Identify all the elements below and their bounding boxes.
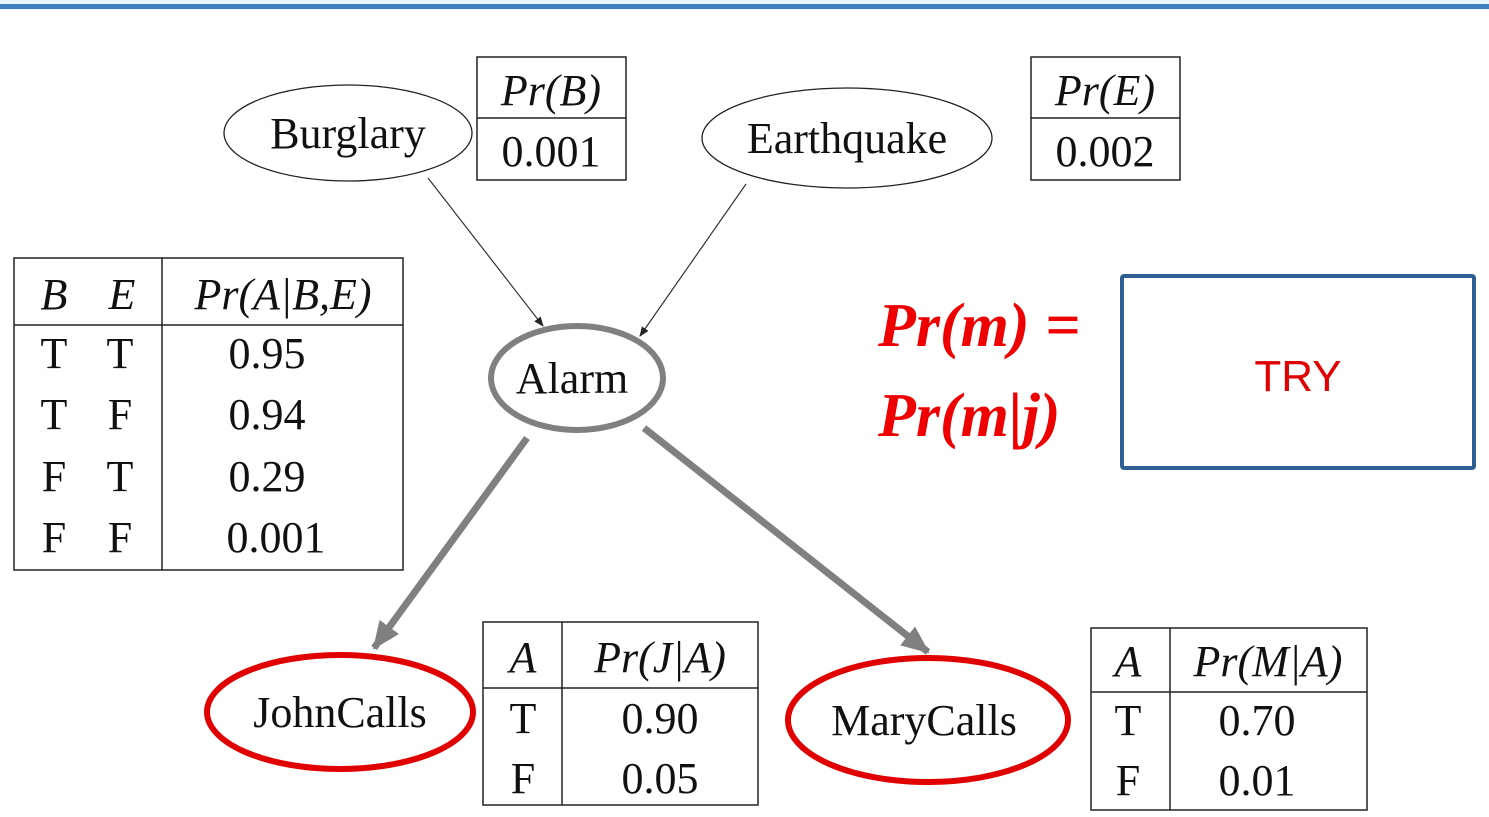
- cell: 0.01: [1219, 756, 1296, 805]
- cell: T: [107, 329, 134, 378]
- node-label: Earthquake: [747, 114, 947, 163]
- top-border-line: [0, 4, 1489, 9]
- node-label: Alarm: [516, 354, 628, 403]
- cell: F: [42, 513, 66, 562]
- cell: F: [511, 754, 535, 803]
- node-alarm: Alarm: [488, 323, 666, 433]
- node-earthquake: Earthquake: [701, 87, 993, 189]
- cell: 0.95: [229, 329, 306, 378]
- cell: T: [41, 329, 68, 378]
- cell: T: [107, 452, 134, 501]
- cell: 0.90: [622, 694, 699, 743]
- node-johncalls: JohnCalls: [204, 652, 476, 772]
- try-label: TRY: [1254, 352, 1341, 401]
- top-border: [0, 0, 1489, 10]
- edge-alarm-mary: [641, 425, 931, 655]
- cell: 0.70: [1219, 696, 1296, 745]
- node-label: JohnCalls: [253, 688, 427, 737]
- cpt-header: A: [1112, 637, 1143, 686]
- cpt-value: 0.002: [1056, 127, 1155, 176]
- cpt-earthquake: [1030, 56, 1181, 181]
- cpt-burglary: [476, 56, 627, 181]
- cpt-header: B: [41, 270, 68, 319]
- cpt-value: 0.001: [502, 127, 601, 176]
- node-burglary: Burglary: [223, 84, 473, 182]
- node-label: MaryCalls: [831, 696, 1017, 745]
- cell: F: [42, 452, 66, 501]
- cpt-header: Pr(B): [500, 66, 601, 115]
- cell: F: [1116, 756, 1140, 805]
- cell: T: [510, 694, 537, 743]
- cpt-header: Pr(M|A): [1193, 637, 1343, 686]
- edge-burglary-alarm: [427, 177, 544, 327]
- node-label: Burglary: [270, 109, 426, 158]
- try-box[interactable]: TRY: [1120, 274, 1476, 470]
- cell: F: [108, 513, 132, 562]
- edge-earthquake-alarm: [639, 183, 747, 337]
- cpt-marycalls: [1090, 627, 1368, 811]
- cell: 0.001: [227, 513, 326, 562]
- node-marycalls: MaryCalls: [785, 655, 1071, 785]
- cell: 0.29: [229, 452, 306, 501]
- cpt-alarm-rows: T T 0.95 T F 0.94 F T 0.29 F F 0.001: [41, 329, 326, 562]
- cpt-header: A: [507, 633, 538, 682]
- cpt-header: Pr(E): [1054, 66, 1155, 115]
- cpt-header: E: [108, 270, 136, 319]
- query-line-2: Pr(m|j): [877, 382, 1060, 450]
- cell: T: [1115, 696, 1142, 745]
- cpt-johncalls: [482, 621, 759, 806]
- edge-alarm-john: [371, 435, 530, 651]
- cpt-alarm: [13, 257, 404, 571]
- query-line-1: Pr(m) =: [877, 292, 1080, 360]
- cell: 0.94: [229, 390, 306, 439]
- cell: T: [41, 390, 68, 439]
- cell: 0.05: [622, 754, 699, 803]
- cell: F: [108, 390, 132, 439]
- cpt-header: Pr(A|B,E): [193, 270, 371, 319]
- cpt-header: Pr(J|A): [593, 633, 726, 682]
